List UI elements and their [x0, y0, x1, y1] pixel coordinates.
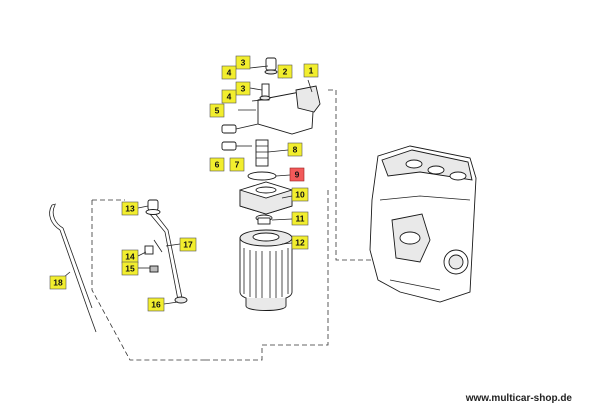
- svg-text:8: 8: [293, 145, 298, 155]
- callout-1: 1: [303, 63, 319, 78]
- callout-11: 11: [291, 211, 309, 226]
- callout-4-upper: 4: [221, 65, 237, 80]
- callout-5: 5: [209, 103, 225, 118]
- oil-filter-cartridge: [239, 229, 293, 311]
- svg-text:12: 12: [295, 238, 305, 248]
- dipstick-guide-tube: [144, 199, 188, 304]
- svg-text:17: 17: [183, 240, 193, 250]
- svg-text:3: 3: [241, 58, 246, 68]
- dipstick: [49, 203, 97, 333]
- filter-nipple: [255, 214, 273, 225]
- svg-text:4: 4: [227, 68, 232, 78]
- svg-text:7: 7: [235, 160, 240, 170]
- callout-labels: 1 2 3 3 4 4 5 6: [49, 55, 319, 312]
- svg-text:6: 6: [215, 160, 220, 170]
- assembly-dashed-outline: [91, 89, 372, 361]
- filter-head: [239, 181, 293, 215]
- svg-text:10: 10: [295, 190, 305, 200]
- website-footer: www.multicar-shop.de: [465, 393, 572, 404]
- o-ring: [247, 171, 277, 181]
- engine-block: [369, 145, 477, 303]
- svg-text:11: 11: [296, 214, 305, 224]
- callout-3-upper: 3: [235, 55, 251, 70]
- callout-2: 2: [277, 64, 293, 79]
- callout-10: 10: [291, 187, 309, 202]
- callout-16: 16: [147, 297, 165, 312]
- svg-text:13: 13: [125, 204, 135, 214]
- svg-text:1: 1: [309, 66, 314, 76]
- svg-text:15: 15: [125, 264, 135, 274]
- callout-12: 12: [291, 235, 309, 250]
- callout-13: 13: [121, 201, 139, 216]
- callout-15: 15: [121, 261, 139, 276]
- bypass-spring: [255, 139, 269, 167]
- callout-7: 7: [229, 157, 245, 172]
- callout-8: 8: [287, 142, 303, 157]
- callout-6: 6: [209, 157, 225, 172]
- callout-17: 17: [179, 237, 197, 252]
- callout-18: 18: [49, 275, 67, 290]
- svg-text:4: 4: [227, 92, 232, 102]
- svg-text:9: 9: [295, 170, 300, 180]
- svg-text:2: 2: [283, 67, 288, 77]
- callout-14: 14: [121, 249, 139, 264]
- svg-text:14: 14: [125, 252, 135, 262]
- svg-text:18: 18: [53, 278, 63, 288]
- callout-4-lower: 4: [221, 89, 237, 104]
- svg-text:16: 16: [151, 300, 161, 310]
- svg-text:3: 3: [241, 84, 246, 94]
- callout-9: 9: [289, 167, 305, 182]
- oil-filter-bracket: [221, 57, 321, 151]
- svg-text:5: 5: [215, 106, 220, 116]
- callout-3-lower: 3: [235, 81, 251, 96]
